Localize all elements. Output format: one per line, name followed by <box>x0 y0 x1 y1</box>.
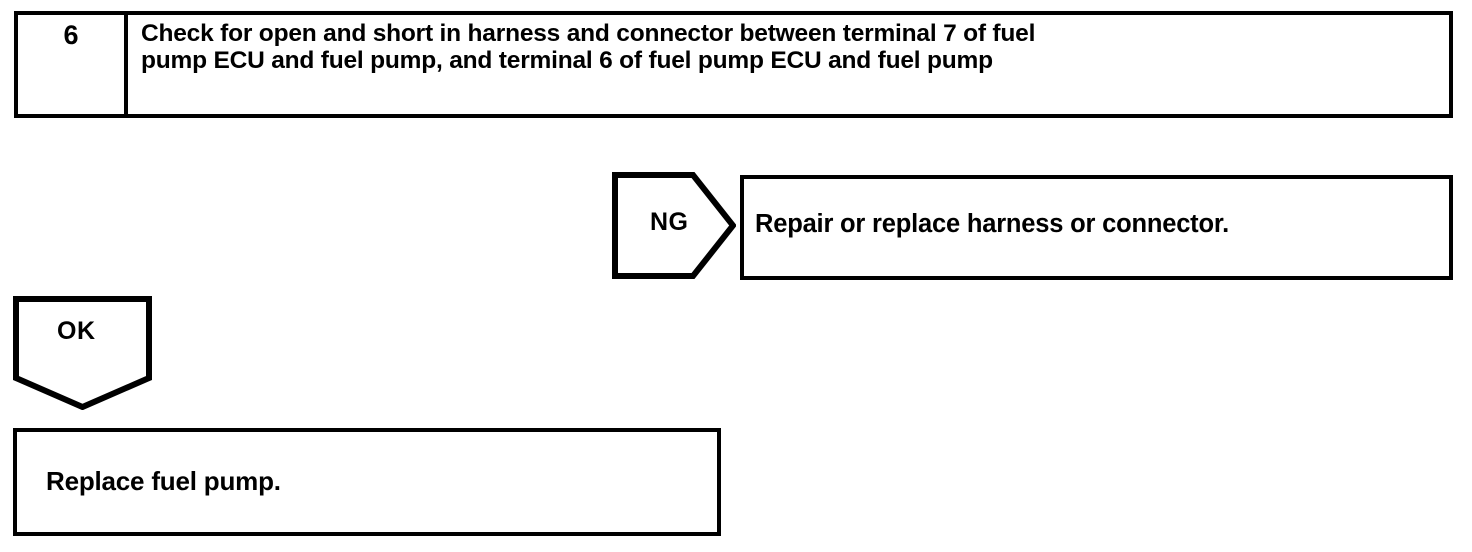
step-instruction-text: Check for open and short in harness and … <box>141 20 1036 75</box>
ng-result-text: Repair or replace harness or connector. <box>755 210 1230 238</box>
ng-branch-arrow-icon <box>612 172 736 279</box>
step-number-cell: 6 <box>18 15 128 114</box>
step-instruction-cell: Check for open and short in harness and … <box>128 15 1449 114</box>
ng-result-box: Repair or replace harness or connector. <box>740 175 1453 280</box>
ng-branch-label: NG <box>650 208 689 236</box>
step-row: 6 Check for open and short in harness an… <box>14 11 1453 118</box>
ok-branch-arrow-icon <box>13 296 152 410</box>
step-number: 6 <box>63 20 79 50</box>
ok-result-text: Replace fuel pump. <box>46 466 281 496</box>
ok-result-box: Replace fuel pump. <box>13 428 721 536</box>
ok-branch-label: OK <box>57 317 96 345</box>
